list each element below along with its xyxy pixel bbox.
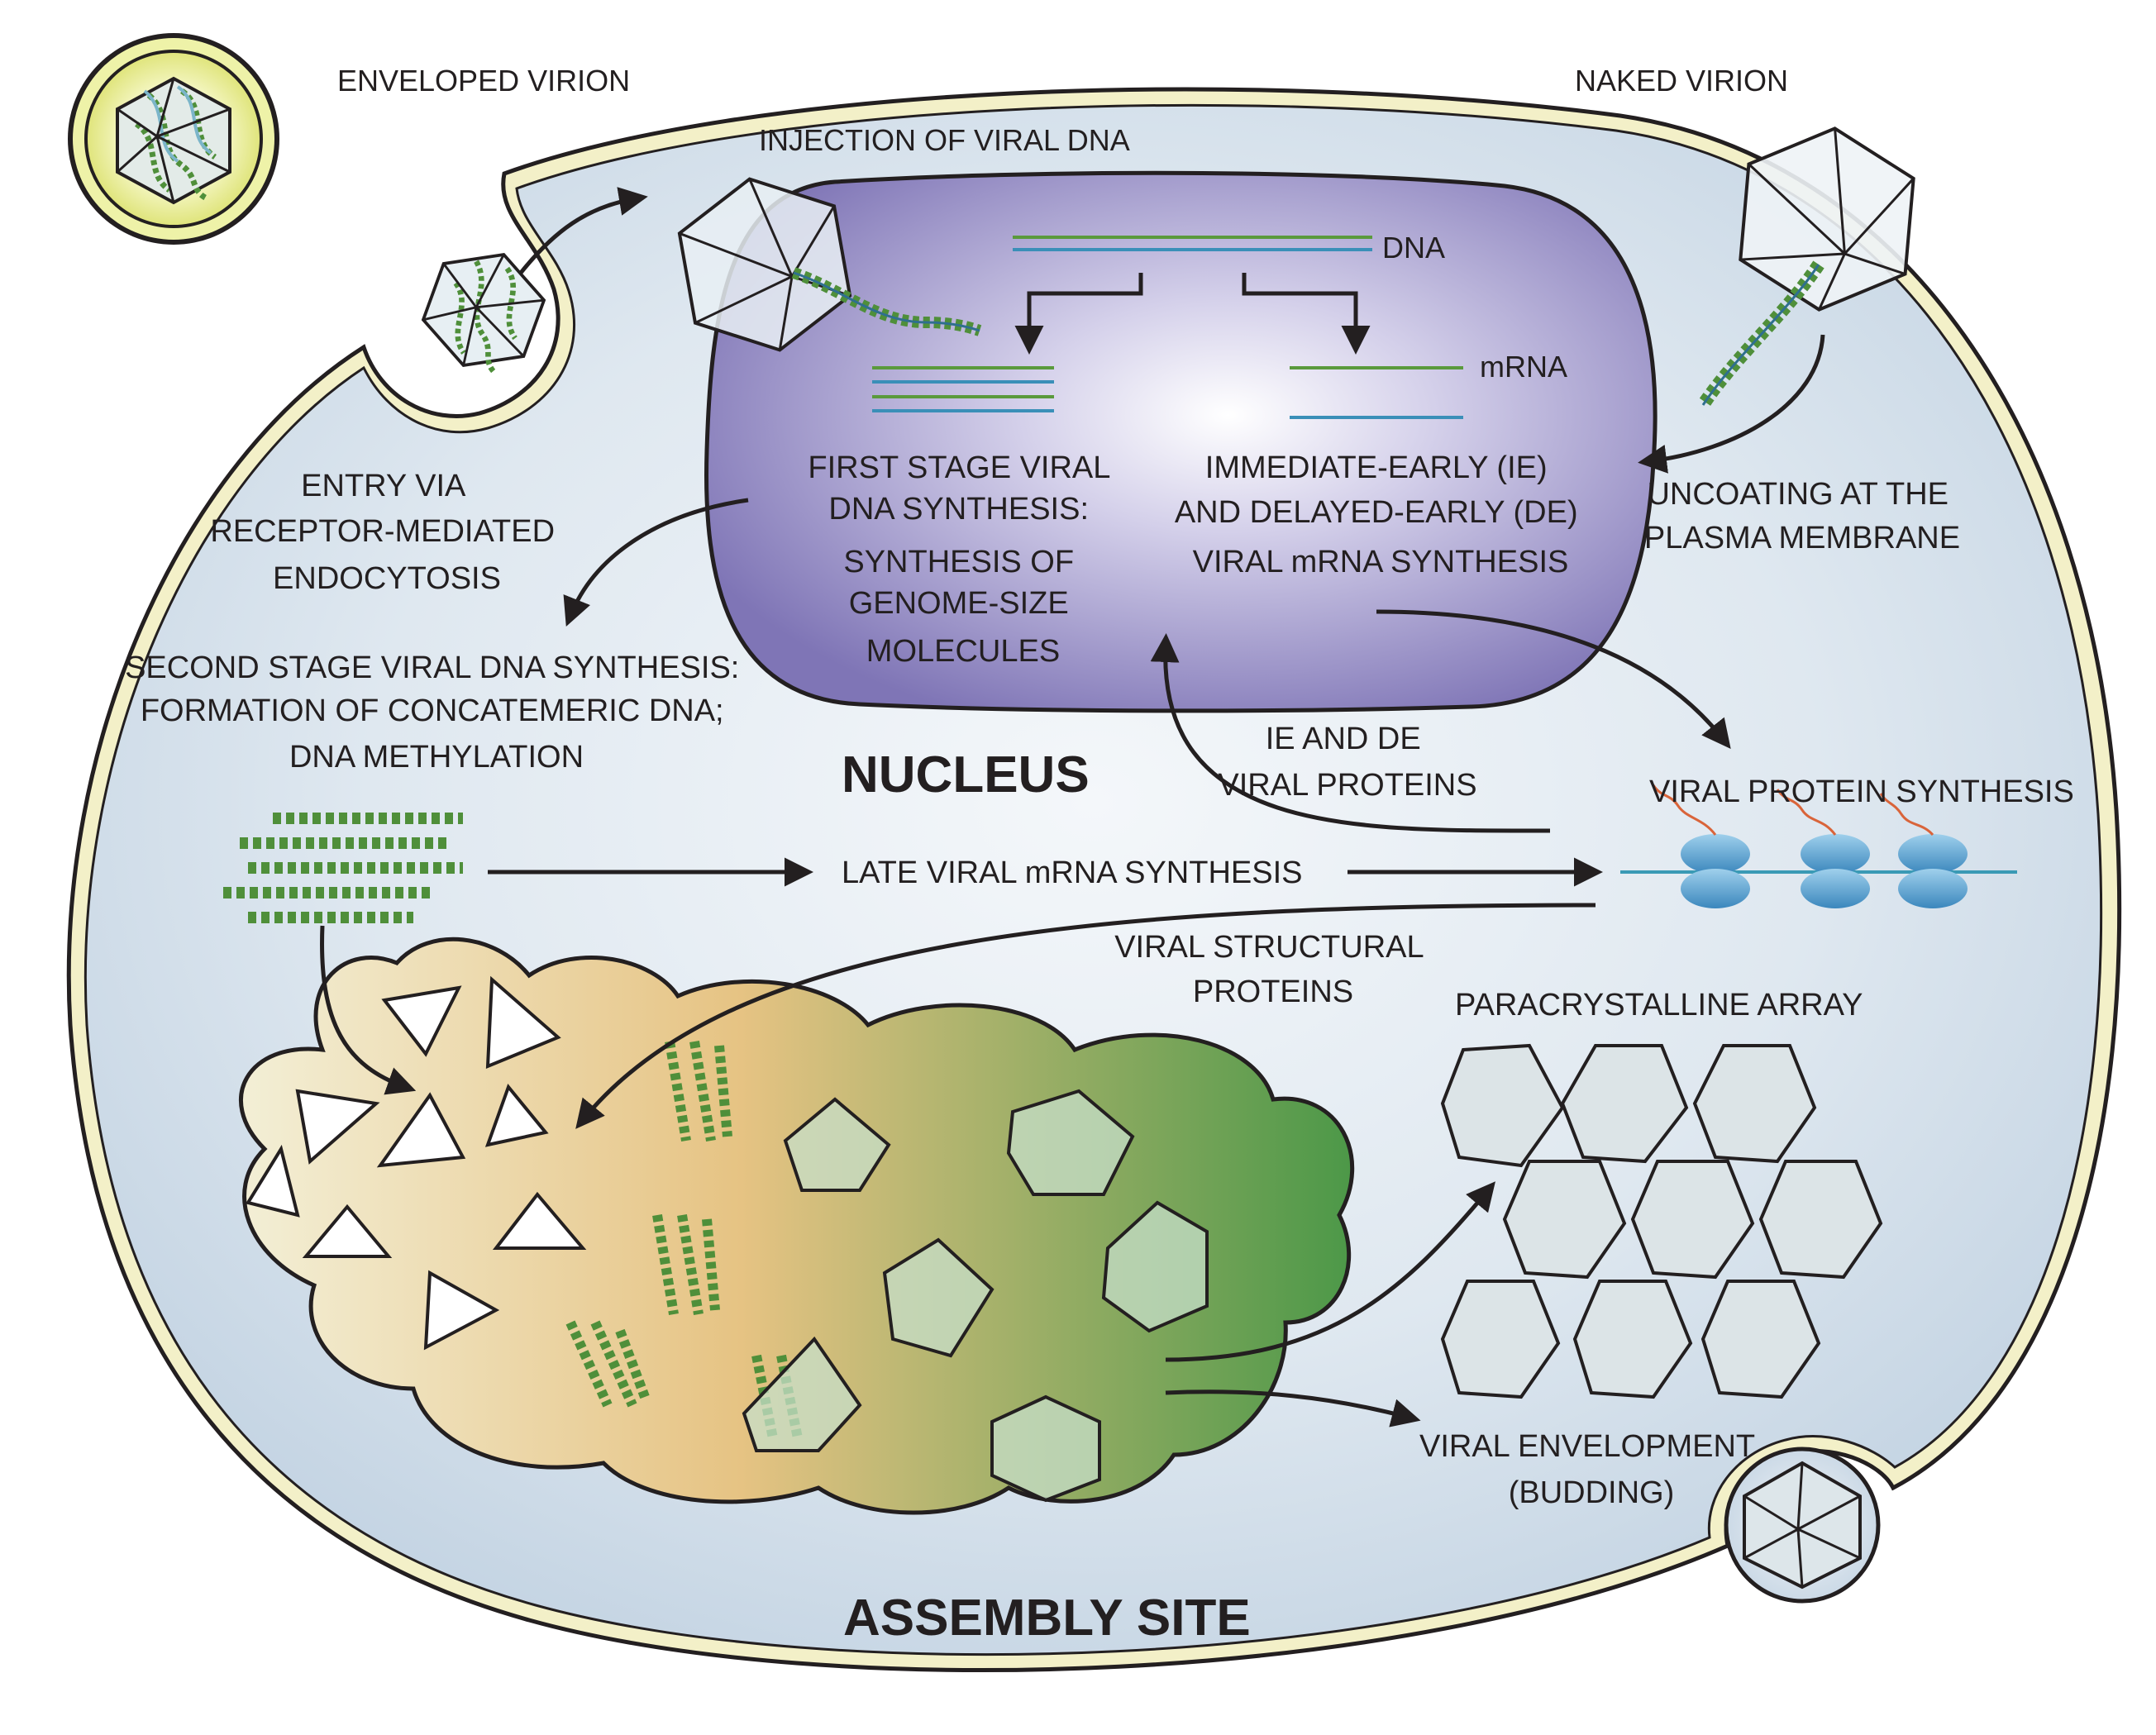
label-late-mrna: LATE VIRAL mRNA SYNTHESIS — [842, 856, 1302, 890]
label-ie-de-mrna: IMMEDIATE-EARLY (IE) AND DELAYED-EARLY (… — [1175, 450, 1586, 579]
label-protein-synthesis: VIRAL PROTEIN SYNTHESIS — [1649, 775, 2074, 809]
nucleus — [706, 173, 1655, 711]
label-paracrystalline: PARACRYSTALLINE ARRAY — [1455, 988, 1863, 1022]
label-mrna: mRNA — [1480, 350, 1567, 384]
label-assembly-site: ASSEMBLY SITE — [843, 1590, 1251, 1647]
label-naked-virion: NAKED VIRION — [1575, 64, 1788, 98]
label-injection: INJECTION OF VIRAL DNA — [759, 123, 1130, 157]
budded-virion — [1726, 1449, 1878, 1601]
label-enveloped-virion: ENVELOPED VIRION — [337, 64, 630, 98]
enveloped-virion — [68, 33, 279, 245]
label-nucleus: NUCLEUS — [842, 746, 1090, 803]
label-dna: DNA — [1382, 231, 1445, 265]
